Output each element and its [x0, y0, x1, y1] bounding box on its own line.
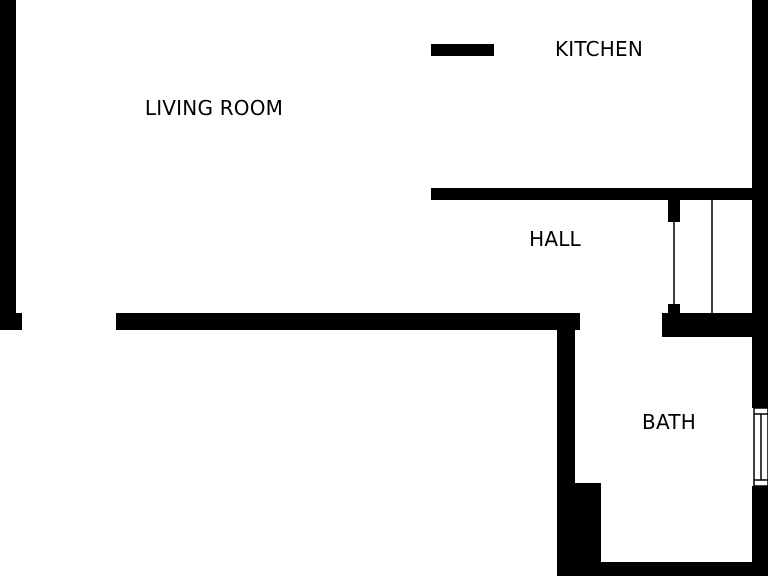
closet-right-wall	[752, 200, 768, 330]
room-label-bath: BATH	[642, 410, 696, 434]
room-label-kitchen: KITCHEN	[555, 37, 643, 61]
living-room-bottom-wall	[116, 313, 580, 330]
room-label-living-room: LIVING ROOM	[145, 96, 283, 120]
bath-right-wall-lower	[752, 486, 768, 576]
living-room-bottom-left-stub	[0, 313, 22, 330]
kitchen-right-wall	[752, 0, 768, 200]
living-room-left-wall	[0, 0, 16, 330]
kitchen-counter	[431, 44, 494, 56]
kitchen-hall-divider-wall	[431, 188, 755, 200]
hall-bath-divider-stub	[662, 313, 680, 325]
closet-door-jamb-top	[668, 200, 680, 222]
bath-bottom-left-block	[557, 483, 601, 576]
bath-bottom-wall	[557, 562, 768, 576]
room-label-hall: HALL	[529, 227, 581, 251]
bath-right-wall-upper	[752, 330, 768, 408]
